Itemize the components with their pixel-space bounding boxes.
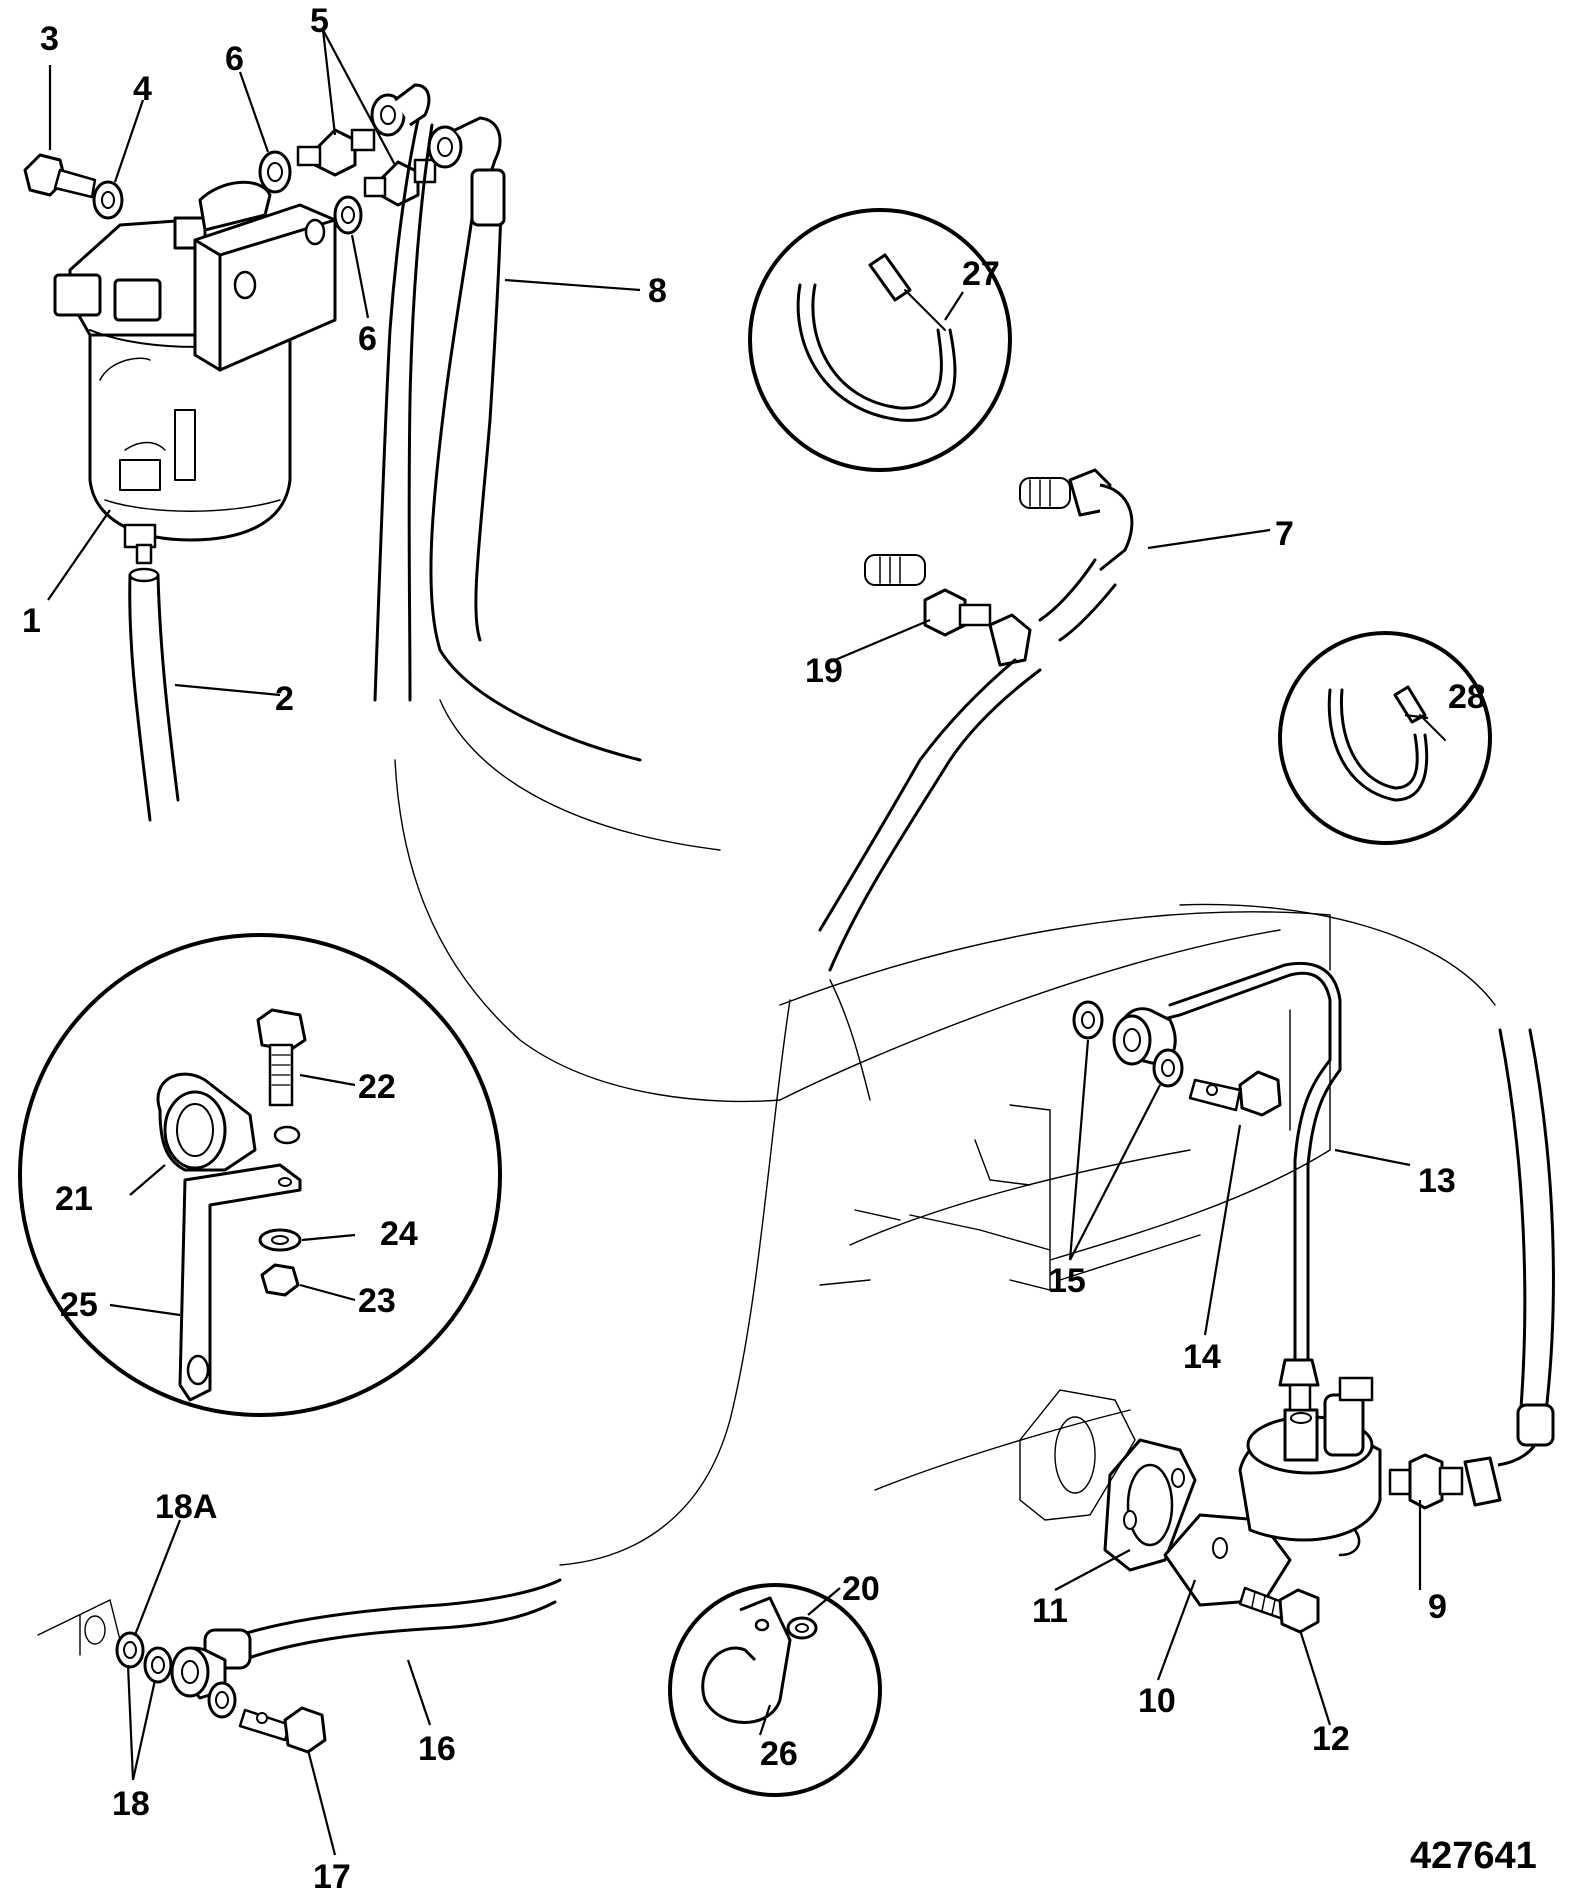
- hose-main-lower: [559, 658, 1042, 1566]
- washer-6-upper: [258, 150, 292, 194]
- fuel-filter-assembly: [53, 180, 337, 565]
- banjo-fitting-upper: [370, 83, 431, 137]
- washer-18a: [115, 1631, 145, 1669]
- callout-8: 8: [648, 272, 667, 310]
- callout-19: 19: [805, 652, 843, 690]
- callout-labels: 1 2 3 4 5 6 6 7 8 9 10 11 12 13 14 15 16…: [22, 2, 1486, 1890]
- washer-15-lower: [1152, 1048, 1184, 1088]
- pump-gasket-11: [1103, 1438, 1197, 1572]
- hose-return-right: [1179, 903, 1555, 1507]
- callout-3: 3: [40, 20, 59, 58]
- callout-21: 21: [55, 1180, 93, 1218]
- figure-number: 427641: [1410, 1835, 1537, 1877]
- callout-14: 14: [1183, 1338, 1221, 1376]
- callout-4: 4: [133, 70, 152, 108]
- fuel-pipe-7: [1019, 468, 1134, 642]
- banjo-bolt-17: [238, 1706, 327, 1754]
- callout-28: 28: [1448, 678, 1486, 716]
- clip-bracket-detail: [18, 933, 502, 1417]
- banjo-fitting-16: [170, 1646, 227, 1700]
- callout-10: 10: [1138, 1682, 1176, 1720]
- callout-2: 2: [275, 680, 294, 718]
- callout-18: 18: [112, 1785, 150, 1823]
- hose-return-upper: [373, 118, 434, 702]
- callout-7: 7: [1275, 515, 1294, 553]
- washer-18-left: [143, 1646, 173, 1684]
- banjo-fitting-lower: [427, 116, 502, 176]
- callout-6a: 6: [225, 40, 244, 78]
- callout-9: 9: [1428, 1588, 1447, 1626]
- callout-24: 24: [380, 1215, 418, 1253]
- bolt-3: [23, 153, 97, 199]
- callout-1: 1: [22, 602, 41, 640]
- banjo-bolt-5-upper: [296, 128, 376, 177]
- fuel-hose-8: [429, 168, 642, 762]
- callout-20: 20: [842, 1570, 880, 1608]
- washer-15-upper: [1072, 1000, 1104, 1040]
- adaptor-9: [1388, 1453, 1464, 1510]
- engine-spacer-plate: [1019, 1389, 1136, 1521]
- banjo-bolt-14: [1188, 1070, 1282, 1117]
- engine-port-lower-left: [84, 1615, 106, 1645]
- cable-tie-27-detail: [748, 208, 1012, 472]
- callout-23: 23: [358, 1282, 396, 1320]
- washer-18-right: [207, 1681, 237, 1719]
- washer-4: [92, 180, 124, 220]
- return-line-thin: [394, 699, 1281, 1103]
- callout-5: 5: [310, 2, 329, 40]
- callout-6b: 6: [358, 320, 377, 358]
- hose-2: [128, 567, 180, 822]
- callout-27: 27: [962, 255, 1000, 293]
- engine-block-outline: [37, 911, 1331, 1656]
- leader-lines: [47, 29, 1429, 1856]
- p-clip-26-detail: [668, 1583, 882, 1797]
- washer-6-lower: [333, 195, 363, 235]
- callout-12: 12: [1312, 1720, 1350, 1758]
- bolt-12: [1238, 1586, 1320, 1634]
- lift-pump-10: [1163, 1376, 1382, 1607]
- callout-17: 17: [313, 1858, 351, 1890]
- callout-26: 26: [760, 1735, 798, 1773]
- callout-13: 13: [1418, 1162, 1456, 1200]
- hose-16: [203, 1578, 562, 1670]
- callout-11: 11: [1032, 1592, 1068, 1630]
- pipe-13: [1158, 961, 1342, 1412]
- callout-16: 16: [418, 1730, 456, 1768]
- callout-18a: 18A: [155, 1488, 217, 1526]
- union-19: [864, 554, 1032, 667]
- callout-22: 22: [358, 1068, 396, 1106]
- cable-tie-28-detail: [1278, 631, 1492, 845]
- callout-25: 25: [60, 1286, 98, 1324]
- callout-15: 15: [1048, 1262, 1086, 1300]
